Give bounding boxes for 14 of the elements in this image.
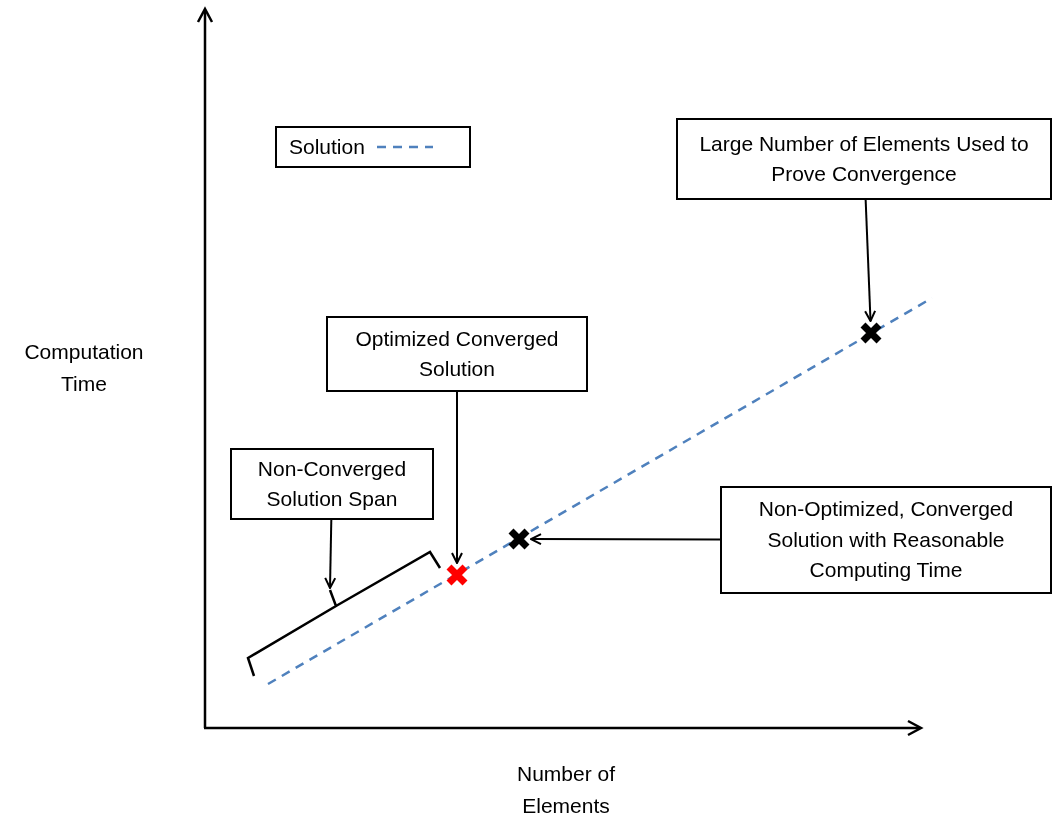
- callout-box: Large Number of Elements Used to Prove Convergence: [676, 118, 1052, 200]
- callout-box: Optimized Converged Solution: [326, 316, 588, 392]
- cross-marker: [507, 527, 531, 551]
- callout-box: Non-Converged Solution Span: [230, 448, 434, 520]
- arrow: [324, 519, 337, 589]
- callout-box: Non-Optimized, Converged Solution with Reasonable Computing Time: [720, 486, 1052, 594]
- axis-label: Number of Elements: [515, 761, 616, 819]
- arrow: [451, 391, 463, 564]
- arrow: [530, 533, 721, 546]
- arrow: [864, 199, 877, 322]
- cross-marker: [859, 321, 883, 345]
- cross-marker: [445, 563, 469, 587]
- axis-label: Computation Time: [23, 339, 145, 397]
- legend-label: Solution: [289, 134, 365, 161]
